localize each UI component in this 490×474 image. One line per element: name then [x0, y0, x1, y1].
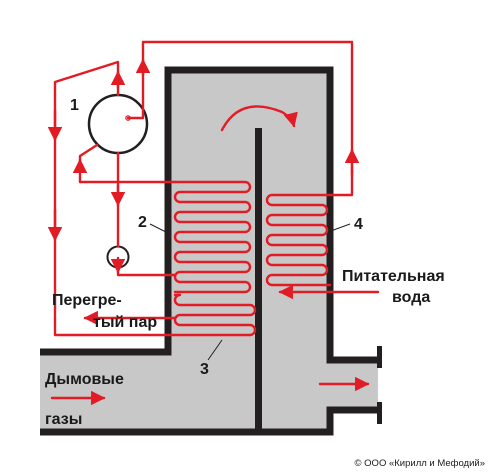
- superheated-steam-label-line2: тый пар: [93, 314, 157, 331]
- left-wall: [40, 66, 378, 364]
- pipe-top-circuit: [126, 40, 354, 197]
- flue-gas-label-line2: газы: [45, 411, 82, 428]
- leader-3: [207, 339, 223, 361]
- leader-4: [327, 223, 351, 233]
- superheated-steam-label-line1: Перегре-: [52, 292, 122, 309]
- curved-arrow-icon: [220, 105, 298, 132]
- coil-economizer: [265, 193, 332, 287]
- feed-water-label-line1: Питательная: [342, 268, 445, 285]
- flue-gas-label-line1: Дымовые: [45, 371, 124, 388]
- label-4: 4: [354, 216, 363, 233]
- label-3: 3: [200, 361, 209, 378]
- central-baffle: [255, 128, 262, 432]
- coil-evaporator: [173, 180, 252, 294]
- leader-2: [149, 223, 171, 235]
- label-1: 1: [70, 97, 79, 114]
- copyright: © ООО «Кирилл и Мефодий»: [355, 458, 485, 469]
- feed-water-label-line2: вода: [392, 289, 430, 306]
- coil-superheater: [173, 293, 257, 337]
- bottom-wall: [40, 406, 378, 436]
- outlet-flange-top: [377, 346, 382, 368]
- label-2: 2: [138, 214, 147, 231]
- outlet-flange-bottom: [377, 402, 382, 424]
